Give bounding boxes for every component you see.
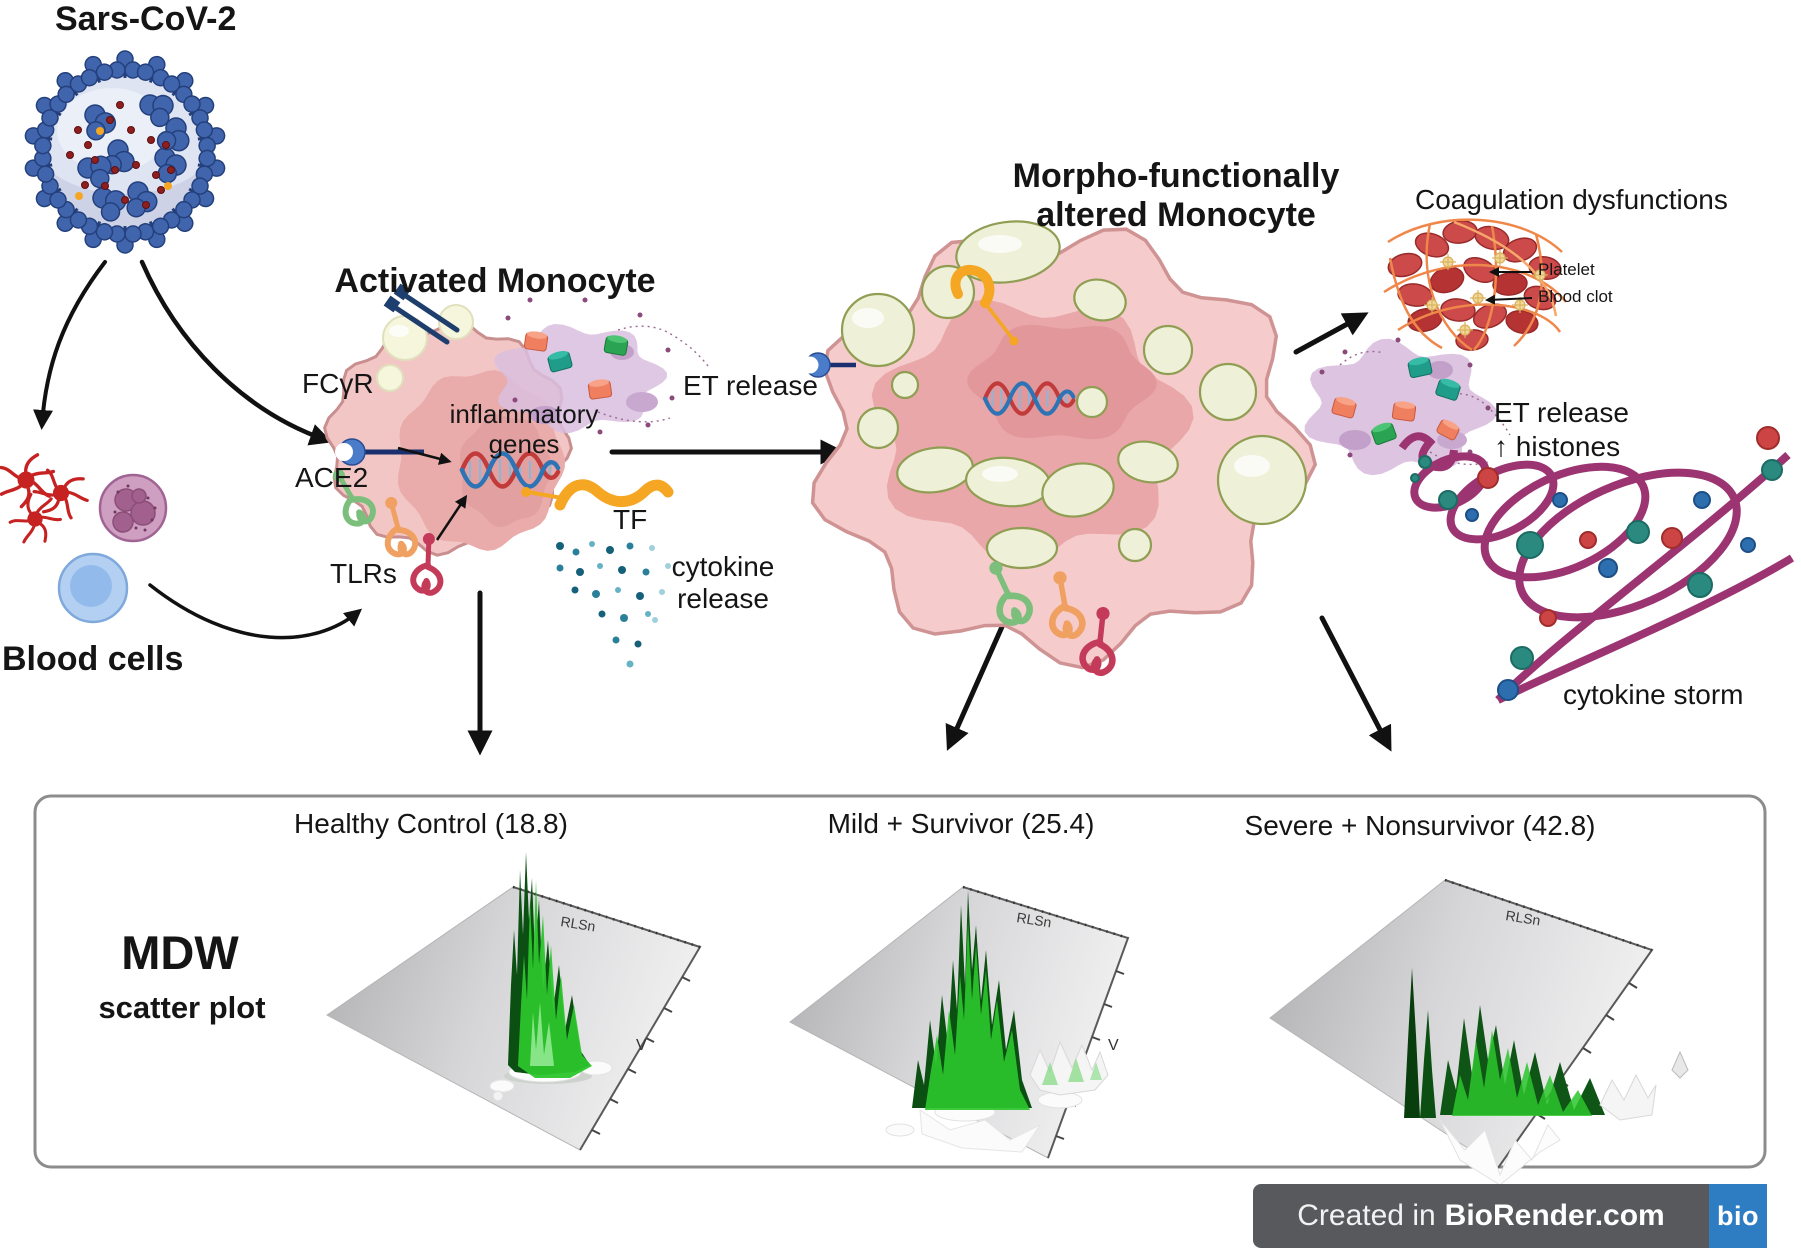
scatter-plot-healthy-control: RLSn V <box>326 852 702 1151</box>
virus-title: Sars-CoV-2 <box>55 0 237 38</box>
mdw-subtitle: scatter plot <box>98 990 266 1025</box>
plot2-axis-label: RLSn <box>1016 909 1053 930</box>
histones-label: ↑ histones <box>1494 431 1621 462</box>
banner-prefix: Created in <box>1297 1199 1436 1232</box>
et-release-label: ET release <box>683 370 818 401</box>
plot1-title: Healthy Control (18.8) <box>294 808 568 839</box>
blood-clot-label: Blood clot <box>1538 287 1613 306</box>
banner-brand: BioRender.com <box>1444 1199 1665 1232</box>
plot3-axis-label: RLSn <box>1505 907 1542 928</box>
cytokine-release-label: cytokine release <box>671 551 775 615</box>
cytokine-storm-label: cytokine storm <box>1563 679 1744 710</box>
scatter-plot-severe-nonsurvivor: RLSn <box>1269 878 1689 1186</box>
blood-cells-illustration <box>0 446 168 624</box>
plot1-axis-label2: V <box>636 1037 647 1054</box>
tf-label: TF <box>613 504 648 535</box>
plot2-title: Mild + Survivor (25.4) <box>827 808 1095 839</box>
coagulation-title: Coagulation dysfunctions <box>1415 184 1728 215</box>
biorender-logo: bio <box>1709 1184 1767 1248</box>
tissue-factor-icon <box>521 479 674 511</box>
fcgr-label: FCγR <box>302 368 374 399</box>
et-release-histones-illustration <box>1304 337 1511 476</box>
vacuoles <box>840 220 1308 570</box>
tlrs-label: TLRs <box>330 558 397 589</box>
scatter-plot-mild-survivor: RLSn V <box>789 885 1130 1159</box>
et-release2-label: ET release <box>1494 397 1629 428</box>
cytokine-release-dots <box>556 541 671 668</box>
blood-clot-illustration <box>1383 218 1567 352</box>
ace2-receptor-icon <box>801 352 856 378</box>
platelet-label: Platelet <box>1538 260 1595 279</box>
platelet-icons <box>1424 250 1548 338</box>
bio-logo-text: bio <box>1717 1200 1759 1231</box>
blood-cells-label: Blood cells <box>2 640 184 678</box>
flow-arrows <box>33 259 1392 756</box>
altered-monocyte-illustration <box>801 220 1318 674</box>
biorender-banner: Created in BioRender.com <box>1253 1184 1709 1248</box>
tissue-factor-icon <box>950 264 1019 346</box>
plot1-axis-label: RLSn <box>560 913 597 934</box>
fcgr-receptor-icon <box>390 291 460 345</box>
plot3-title: Severe + Nonsurvivor (42.8) <box>1244 810 1596 841</box>
cytokine-storm-illustration <box>1398 426 1795 704</box>
sars-cov-2-virus-illustration <box>21 49 229 255</box>
mdw-panel-border <box>33 794 1767 1169</box>
inflammatory-genes-label: inflammatory genes <box>449 399 599 459</box>
et-release-illustration <box>494 297 709 435</box>
mdw-title: MDW <box>121 926 239 979</box>
plot2-axis-label2: V <box>1108 1037 1119 1054</box>
activated-monocyte-title: Activated Monocyte <box>334 262 656 300</box>
ace2-label: ACE2 <box>295 462 369 493</box>
altered-monocyte-title: Morpho-functionally altered Monocyte <box>1012 157 1340 235</box>
